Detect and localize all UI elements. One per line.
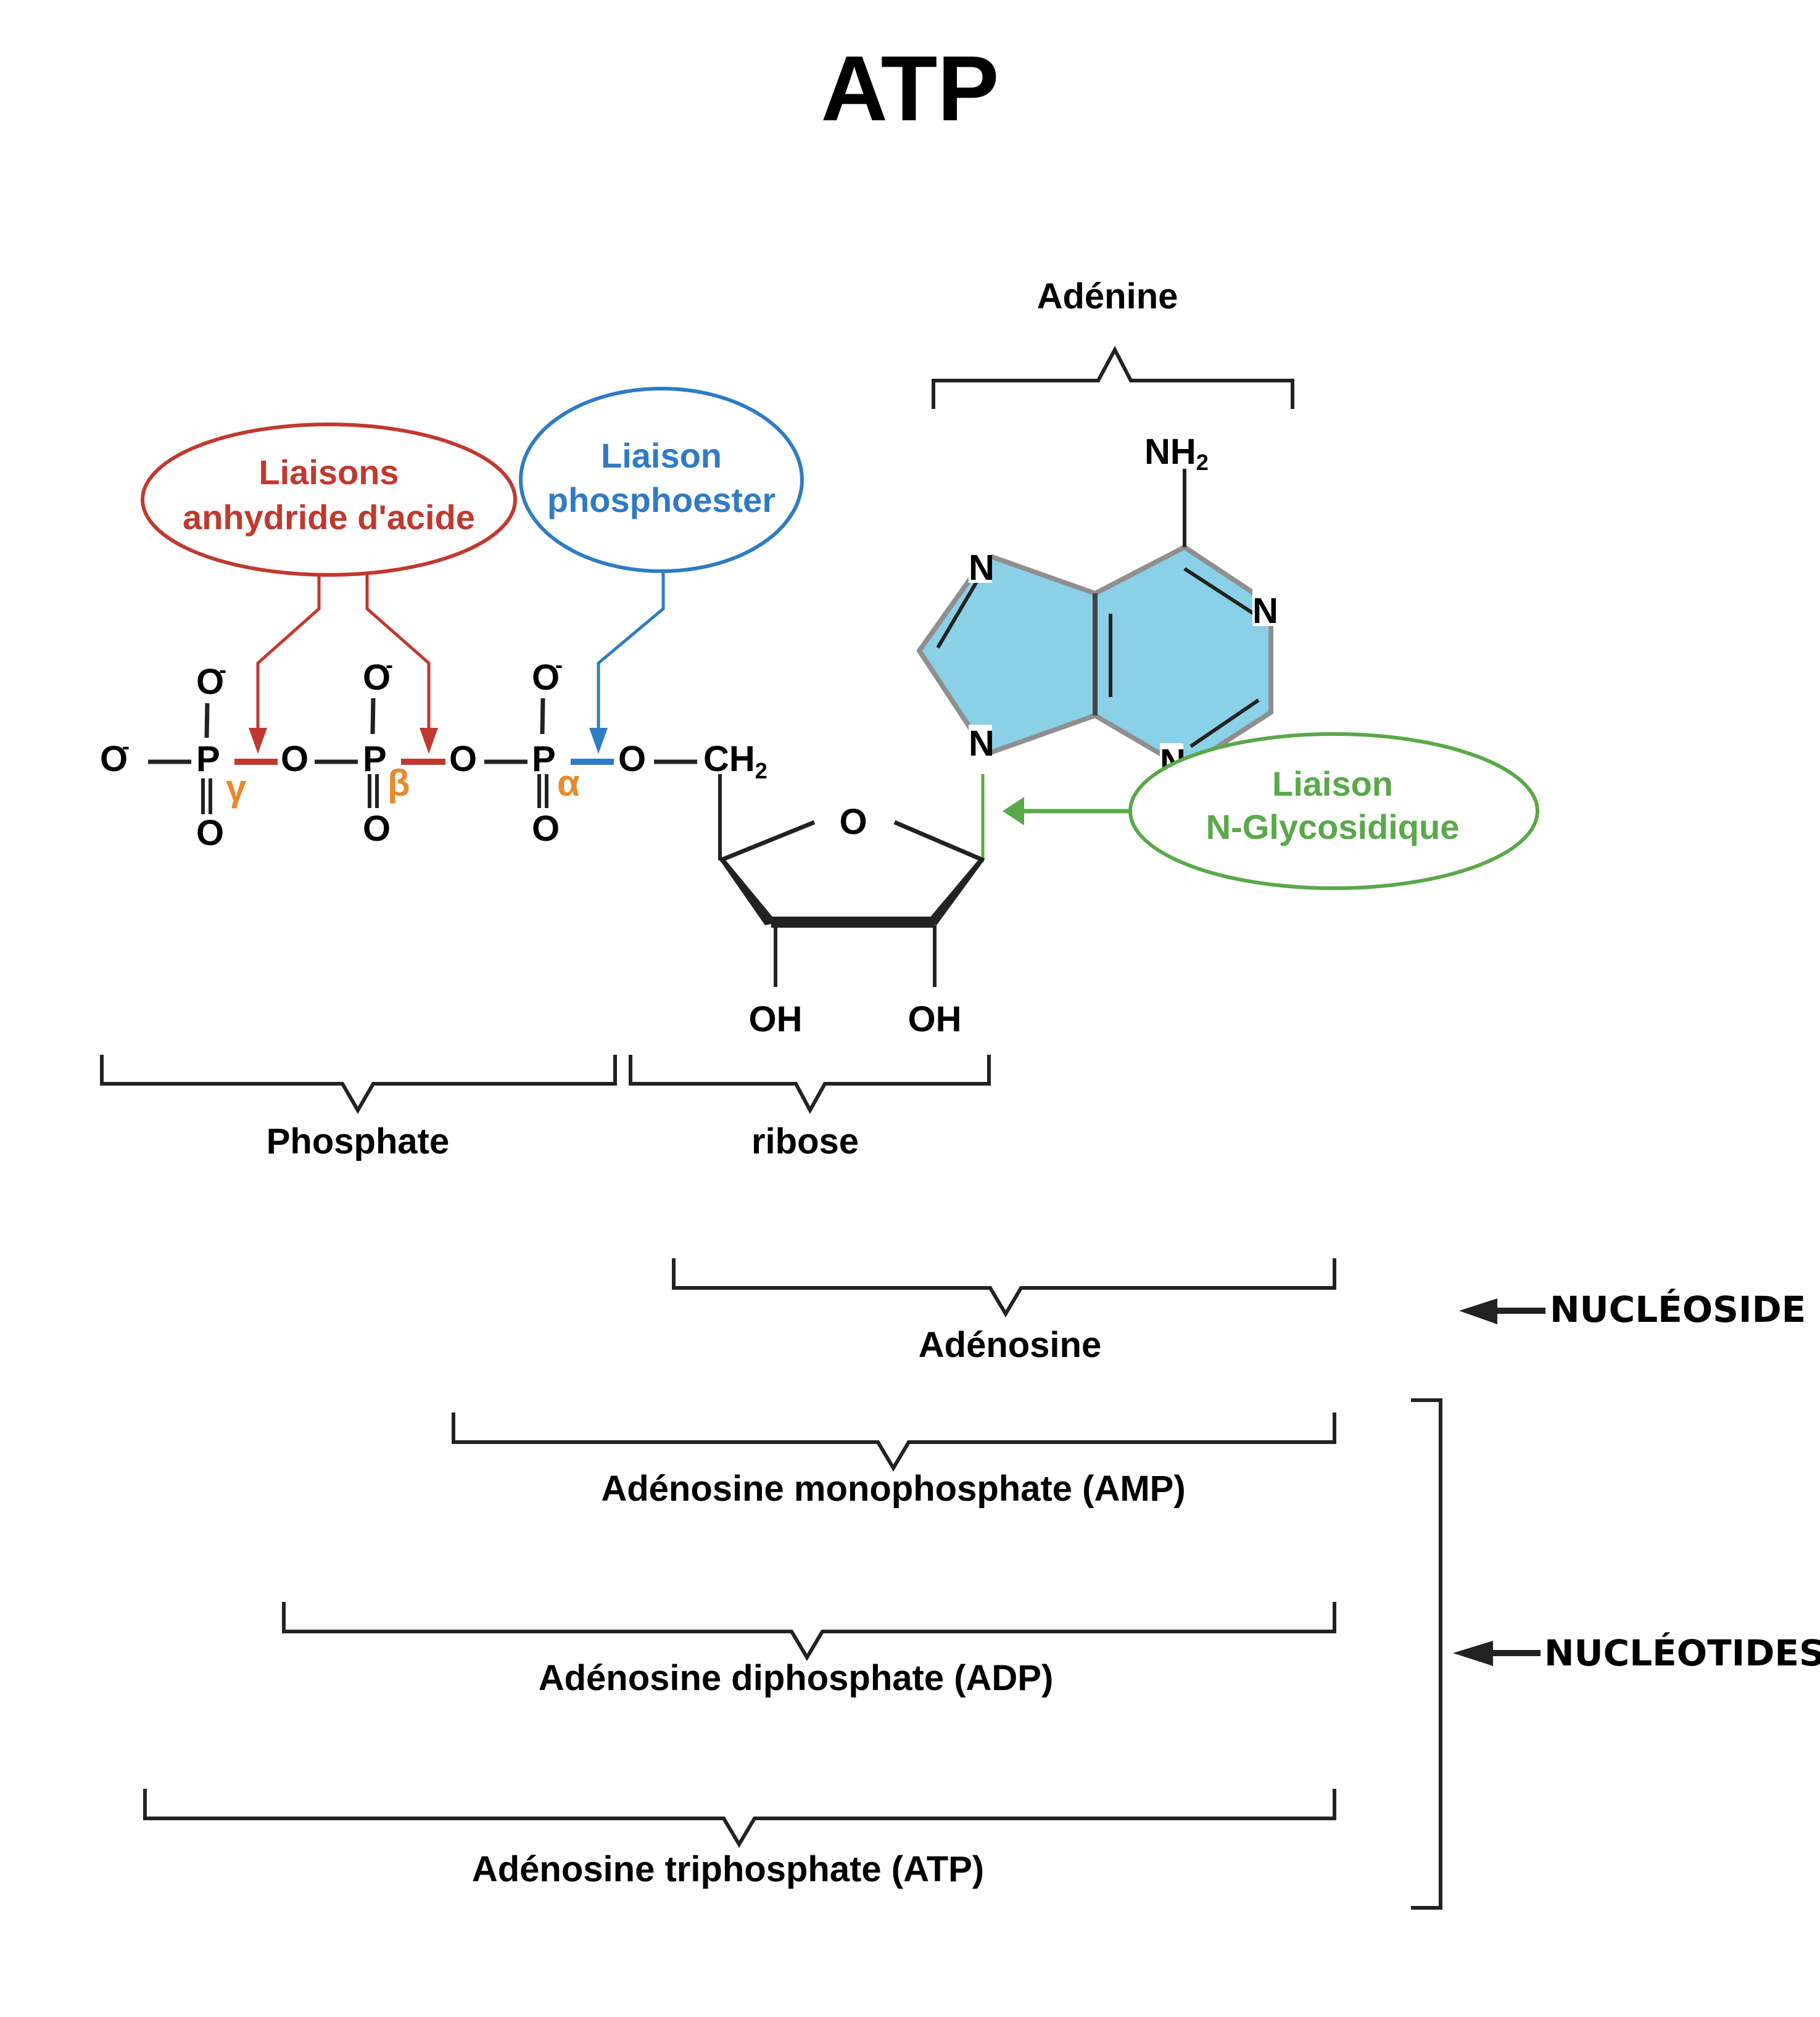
svg-text:P: P	[363, 739, 387, 779]
svg-text:N: N	[969, 724, 995, 764]
svg-text:O: O	[363, 809, 391, 849]
adp-bracket	[282, 1602, 1336, 1661]
svg-text:O: O	[532, 809, 560, 849]
hydroxyl-2: OH	[749, 999, 803, 1039]
adenine-nitrogens: N N N N	[969, 546, 1278, 782]
svg-text:P: P	[196, 739, 220, 779]
phosphoester-bubble: Liaison phosphoester	[519, 387, 804, 573]
glycosidic-bubble: Liaison N-Glycosidique	[1128, 732, 1539, 890]
anhydride-arrows	[249, 575, 438, 754]
svg-text:O: O	[196, 813, 224, 853]
svg-text:O: O	[196, 662, 224, 702]
nucleotides-bracket	[1411, 1398, 1442, 1910]
ribose-label: ribose	[751, 1121, 859, 1161]
ribose-bracket	[629, 1055, 991, 1115]
svg-text:P: P	[532, 739, 556, 779]
adenine-label: Adénine	[1037, 276, 1178, 316]
adenosine-bracket	[672, 1258, 1336, 1318]
ribose-ring	[718, 774, 985, 987]
svg-text:-: -	[219, 657, 226, 682]
phosphate-chain: O - P O - O γ O P O - O β O P O -	[100, 652, 767, 853]
svg-text:β: β	[387, 762, 410, 804]
svg-text:-: -	[555, 652, 563, 677]
nucleotides-arrow	[1453, 1641, 1541, 1666]
hydroxyl-3: OH	[908, 999, 962, 1039]
atp-bracket	[143, 1789, 1336, 1848]
svg-text:N-Glycosidique: N-Glycosidique	[1206, 807, 1460, 846]
phosphate-label: Phosphate	[267, 1121, 450, 1161]
nucleoside-label: NUCLÉOSIDE	[1550, 1288, 1806, 1330]
svg-text:O: O	[281, 739, 308, 779]
svg-text:N: N	[969, 548, 995, 588]
svg-text:O: O	[618, 739, 646, 779]
svg-text:O: O	[363, 658, 391, 698]
phosphoester-arrow	[589, 571, 665, 754]
amine-label: NH2	[1144, 432, 1209, 475]
adenosine-label: Adénosine	[919, 1325, 1102, 1365]
svg-text:anhydride d'acide: anhydride d'acide	[183, 498, 475, 537]
ring-oxygen: O	[839, 802, 867, 842]
svg-text:Liaison: Liaison	[1272, 764, 1393, 803]
anhydride-bubble: Liaisons anhydride d'acide	[141, 423, 517, 577]
atp-label: Adénosine triphosphate (ATP)	[472, 1849, 984, 1889]
nucleotides-label: NUCLÉOTIDES	[1544, 1631, 1820, 1674]
adenine-ring	[917, 469, 1273, 770]
svg-text:-: -	[122, 733, 130, 759]
amp-label: Adénosine monophosphate (AMP)	[601, 1469, 1185, 1509]
svg-text:-: -	[386, 652, 393, 677]
svg-text:O: O	[532, 658, 560, 698]
svg-text:γ: γ	[226, 767, 247, 809]
svg-text:Liaisons: Liaisons	[259, 453, 399, 492]
svg-text:O: O	[100, 739, 128, 779]
svg-text:phosphoester: phosphoester	[547, 481, 776, 519]
svg-text:O: O	[449, 739, 477, 779]
glycosidic-bond	[981, 774, 1132, 860]
page-title: ATP	[821, 36, 999, 140]
nucleoside-arrow	[1459, 1298, 1545, 1324]
svg-text:Liaison: Liaison	[601, 436, 722, 475]
phosphate-bracket	[100, 1055, 617, 1114]
svg-text:N: N	[1252, 591, 1278, 631]
svg-text:α: α	[557, 762, 580, 804]
adp-label: Adénosine diphosphate (ADP)	[539, 1658, 1054, 1698]
amp-bracket	[452, 1413, 1336, 1472]
svg-text:CH2: CH2	[703, 739, 767, 783]
adenine-bracket	[932, 345, 1294, 409]
